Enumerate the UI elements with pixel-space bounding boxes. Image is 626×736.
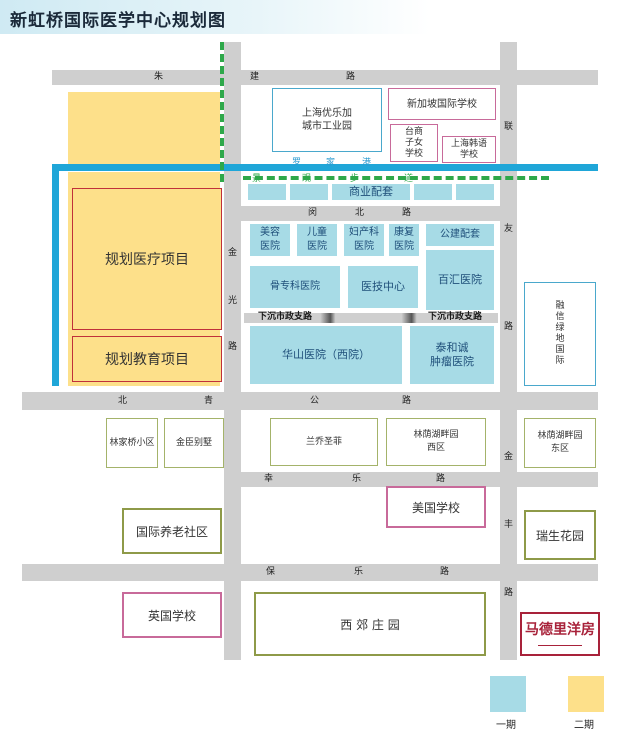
road-label-xiachen: 下沉市政支路 (428, 312, 483, 322)
brand-logo-flourish (538, 641, 582, 646)
legend-phase2-label: 二期 (574, 720, 594, 731)
river-vertical (52, 164, 59, 386)
block-huashan[interactable]: 华山医院（西院） (250, 326, 402, 384)
block-fuchan[interactable]: 妇产科 医院 (344, 224, 384, 256)
block-elderly[interactable]: 国际养老社区 (122, 508, 222, 554)
road-label: 建 (250, 72, 260, 82)
block-xijiao[interactable]: 西 郊 庄 园 (254, 592, 486, 656)
block-us-school[interactable]: 美国学校 (386, 486, 486, 528)
greenway-label: 观 (302, 174, 312, 184)
road-label: 路 (504, 322, 514, 332)
block-korean-school[interactable]: 上海韩语 学校 (442, 136, 496, 163)
road-label: 乐 (354, 567, 364, 577)
greenway-label: 景 (252, 174, 262, 184)
commercial-strip (290, 184, 328, 200)
block-gongjian[interactable]: 公建配套 (426, 224, 494, 246)
road-label: 路 (402, 396, 412, 406)
block-ruisheng[interactable]: 瑞生花园 (524, 510, 596, 560)
road-label: 闵 (308, 208, 318, 218)
road-label: 公 (310, 396, 320, 406)
block-linjiaqiao[interactable]: 林家桥小区 (106, 418, 158, 468)
road-label: 金 (504, 452, 514, 462)
block-plan-education[interactable]: 规划教育项目 (72, 336, 222, 382)
block-ertong[interactable]: 儿童 医院 (297, 224, 337, 256)
legend-phase1-label: 一期 (496, 720, 516, 731)
road-xiachen (244, 313, 498, 323)
road-label: 路 (504, 588, 514, 598)
block-yiji[interactable]: 医技中心 (348, 266, 418, 308)
block-kangfu[interactable]: 康复 医院 (389, 224, 419, 256)
title-banner (0, 0, 430, 34)
road-label: 联 (504, 122, 514, 132)
block-linyin-east[interactable]: 林荫湖畔园 东区 (524, 418, 596, 468)
block-singapore-school[interactable]: 新加坡国际学校 (388, 88, 496, 120)
river-label: 家 (326, 158, 336, 168)
block-linyin-west[interactable]: 林荫湖畔园 西区 (386, 418, 486, 466)
road-label: 路 (436, 474, 446, 484)
river-horizontal (52, 164, 598, 171)
block-yueshan[interactable]: 上海优乐加 城市工业园 (272, 88, 382, 152)
block-lanqiao[interactable]: 兰乔圣菲 (270, 418, 378, 466)
road-label: 路 (440, 567, 450, 577)
block-plan-medical[interactable]: 规划医疗项目 (72, 188, 222, 330)
commercial-strip (456, 184, 494, 200)
road-label: 保 (266, 567, 276, 577)
block-baihui[interactable]: 百汇医院 (426, 250, 494, 310)
legend-phase2-swatch (568, 676, 604, 712)
block-jinyi[interactable]: 金臣别墅 (164, 418, 224, 468)
greenway-horizontal (243, 176, 549, 180)
greenway-label: 步 (350, 174, 360, 184)
road-label-xiachen: 下沉市政支路 (258, 312, 313, 322)
road-zhujian (52, 70, 598, 85)
block-rongxin[interactable]: 融 信 绿 地 国 际 (524, 282, 596, 386)
river-label: 港 (362, 158, 372, 168)
road-label: 光 (228, 296, 238, 306)
phase2-land (68, 92, 220, 164)
block-commercial[interactable]: 商业配套 (332, 184, 410, 200)
brand-logo: 马德里洋房 (520, 612, 600, 656)
road-label: 青 (204, 396, 214, 406)
brand-logo-text: 马德里洋房 (525, 622, 595, 638)
road-beiqing (22, 392, 598, 410)
road-label: 朱 (154, 72, 164, 82)
road-xingle (238, 472, 598, 487)
road-label: 幸 (264, 474, 274, 484)
road-label: 路 (346, 72, 356, 82)
river-label: 罗 (292, 158, 302, 168)
map-title: 新虹桥国际医学中心规划图 (10, 11, 226, 31)
greenway-label: 道 (404, 174, 414, 184)
block-taihecheng[interactable]: 泰和诚 肿瘤医院 (410, 326, 494, 384)
legend-phase1-swatch (490, 676, 526, 712)
block-meirong[interactable]: 美容 医院 (250, 224, 290, 256)
block-taiwan-school[interactable]: 台商 子女 学校 (390, 124, 438, 162)
road-label: 路 (402, 208, 412, 218)
greenway-vertical (220, 42, 224, 182)
road-label: 路 (228, 342, 238, 352)
road-label: 丰 (504, 520, 514, 530)
road-label: 金 (228, 248, 238, 258)
road-xianbei (238, 206, 500, 221)
block-uk-school[interactable]: 英国学校 (122, 592, 222, 638)
road-jinguang (224, 42, 241, 660)
road-label: 乐 (352, 474, 362, 484)
road-label: 北 (118, 396, 128, 406)
block-guzhuanke[interactable]: 骨专科医院 (250, 266, 340, 308)
commercial-strip (414, 184, 452, 200)
road-baole (22, 564, 598, 581)
commercial-strip (248, 184, 286, 200)
road-jinfeng (500, 42, 517, 660)
road-label: 友 (504, 224, 514, 234)
road-label: 北 (355, 208, 365, 218)
